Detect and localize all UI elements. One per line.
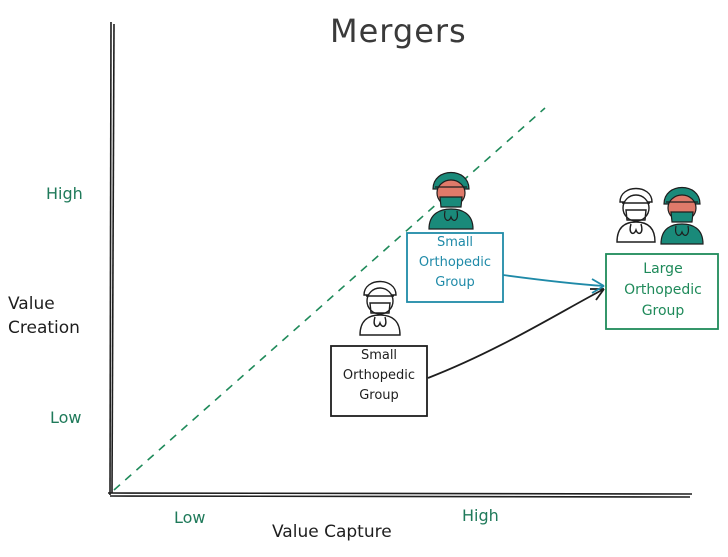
box-label-line: Orthopedic: [342, 368, 416, 383]
surgeon-teal-icon: [660, 187, 704, 245]
box-label-line: Group: [435, 275, 475, 290]
surgeon-outline-icon: [616, 187, 656, 243]
box-label-line: Small: [360, 348, 398, 363]
large-group-label: Large Orthopedic Group: [608, 259, 718, 322]
box-label-line: Orthopedic: [624, 282, 702, 298]
arrow-small1-to-large: [427, 288, 605, 379]
box-label-line: Small: [436, 235, 474, 250]
y-axis-label-line1: Value: [8, 294, 55, 314]
surgeon-teal-icon: [428, 172, 474, 230]
large-group-box[interactable]: [605, 253, 719, 330]
x-tick-high: High: [462, 506, 499, 525]
x-tick-low: Low: [174, 508, 206, 527]
box-label-line: Group: [641, 303, 685, 319]
y-axis: [109, 21, 115, 496]
box-label-line: Large: [643, 261, 683, 277]
arrow-small2-to-large: [502, 274, 605, 294]
small-group-label-1: Small Orthopedic Group: [333, 346, 425, 406]
small-group-label-2: Small Orthopedic Group: [409, 233, 501, 293]
small-group-box-1[interactable]: [330, 345, 428, 417]
y-axis-label-line2: Creation: [8, 318, 80, 338]
y-axis-label: Value Creation: [8, 292, 80, 340]
surgeon-outline-icon: [359, 280, 401, 336]
y-tick-low: Low: [50, 408, 82, 427]
box-label-line: Orthopedic: [418, 255, 492, 270]
y-tick-high: High: [46, 184, 83, 203]
diagram-title: Mergers: [330, 12, 467, 50]
diagonal-dashed-line: [113, 107, 546, 491]
x-axis-label: Value Capture: [272, 522, 392, 542]
x-axis: [107, 492, 693, 498]
box-label-line: Group: [359, 388, 399, 403]
small-group-box-2[interactable]: [406, 232, 504, 303]
